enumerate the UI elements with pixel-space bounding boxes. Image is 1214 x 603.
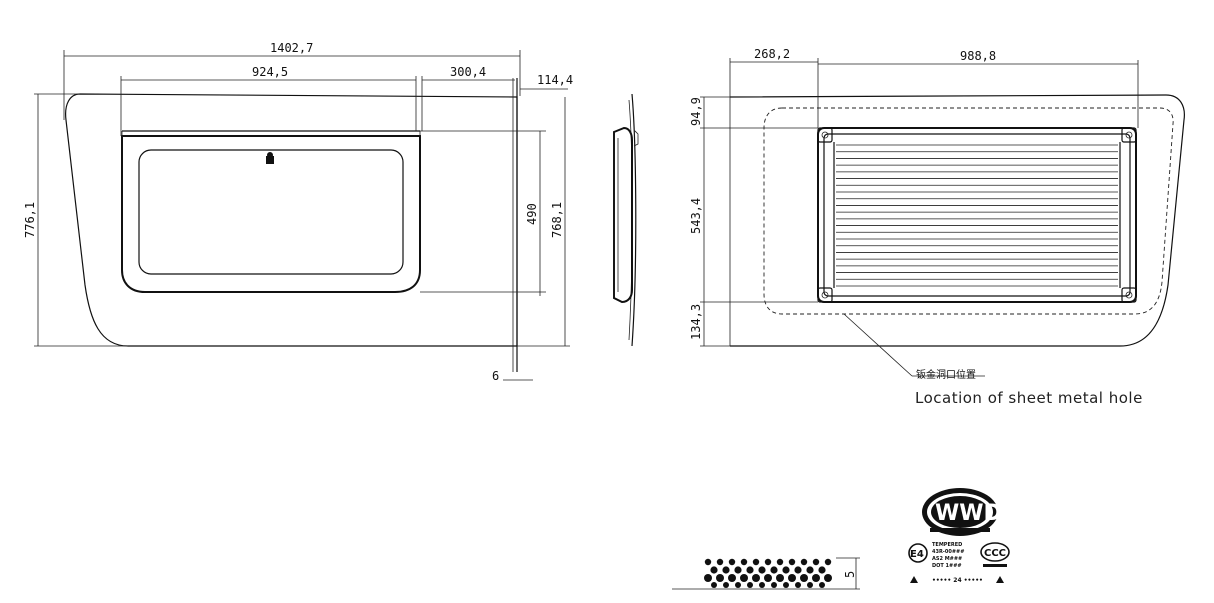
- ccc-mark-icon: CCC: [980, 542, 1010, 567]
- frit-dot: [806, 566, 814, 574]
- dim-overall-height: 776,1: [23, 202, 37, 238]
- frit-dot: [818, 566, 826, 574]
- frit-dot: [807, 582, 813, 588]
- spec-lines: TEMPERED 43R-00### AS2 M### DOT 1###: [932, 542, 964, 569]
- frit-dot: [794, 566, 802, 574]
- frit-dot: [704, 558, 712, 566]
- frit-dot: [710, 566, 718, 574]
- e-mark-icon: E4: [908, 543, 928, 563]
- frit-dot: [824, 574, 832, 582]
- frit-dot: [788, 558, 796, 566]
- front-panel-outline: [65, 93, 518, 347]
- frit-dot: [747, 582, 753, 588]
- rear-view: 268,2 988,8 94,9 543,4 134,3 钣金洞口位置 Loca…: [689, 47, 1185, 407]
- dim-inner-height: 768,1: [550, 202, 564, 238]
- side-view: [613, 93, 639, 347]
- frit-dot: [771, 582, 777, 588]
- frit-dot: [716, 558, 724, 566]
- dim-cutout-height: 543,4: [689, 198, 703, 234]
- frit-dot: [752, 574, 760, 582]
- e-mark-text: E4: [910, 549, 924, 560]
- frit-dot: [728, 574, 736, 582]
- frit-dot: [734, 566, 742, 574]
- callout-label-cn: 钣金洞口位置: [916, 368, 976, 381]
- corner-brackets: [817, 127, 1137, 303]
- glass-marking: WWD E4 TEMPERED 43R-00### AS2 M### DOT 1…: [908, 488, 1010, 584]
- frit-dot: [759, 582, 765, 588]
- frit-dot: [824, 558, 832, 566]
- frit-dot: [728, 558, 736, 566]
- dot-pattern-detail: 5: [672, 557, 860, 590]
- front-view: 1402,7 924,5 300,4 114,4 776,1 490 768,1…: [23, 41, 573, 383]
- dim-dot-pattern: 5: [843, 571, 857, 578]
- dim-right-offset: 300,4: [450, 65, 486, 79]
- manufacturer-logo: WWD: [922, 488, 1002, 536]
- frit-dot-pattern: [704, 558, 832, 588]
- dim-left-offset: 268,2: [754, 47, 790, 61]
- dim-window-height: 490: [525, 203, 539, 225]
- dim-overall-width: 1402,7: [270, 41, 313, 55]
- frit-dot: [723, 582, 729, 588]
- frit-dot: [746, 566, 754, 574]
- frit-dot: [764, 574, 772, 582]
- frit-dot: [735, 582, 741, 588]
- rear-panel-outline: [729, 94, 1185, 347]
- louver-slats: [833, 142, 1121, 288]
- frit-dot: [819, 582, 825, 588]
- frit-dot: [776, 558, 784, 566]
- frit-dot: [812, 574, 820, 582]
- frit-dot: [716, 574, 724, 582]
- frit-dot: [812, 558, 820, 566]
- callout-leader: [843, 313, 913, 377]
- frit-dot: [783, 582, 789, 588]
- frit-dot: [740, 574, 748, 582]
- frit-dot: [704, 574, 712, 582]
- frit-dot: [740, 558, 748, 566]
- dim-bottom-margin: 134,3: [689, 304, 703, 340]
- frit-dot: [752, 558, 760, 566]
- dim-window-width: 924,5: [252, 65, 288, 79]
- rear-cutout-frame: [817, 127, 1137, 303]
- frit-dot: [776, 574, 784, 582]
- callout-label-en: Location of sheet metal hole: [915, 389, 1143, 407]
- frit-dot: [788, 574, 796, 582]
- logo-text: WWD: [935, 501, 1002, 526]
- front-window-frame: [121, 135, 421, 293]
- spec-line-1: TEMPERED: [932, 542, 962, 548]
- sheet-metal-hole-outline: [763, 107, 1174, 315]
- spec-line-4: DOT 1###: [932, 563, 962, 569]
- dim-top-offset: 114,4: [537, 73, 573, 87]
- dim-thickness: 6: [492, 369, 499, 383]
- dim-top-margin: 94,9: [689, 97, 703, 126]
- frit-dot: [764, 558, 772, 566]
- frit-dot: [758, 566, 766, 574]
- front-glass-pane: [138, 149, 404, 275]
- frit-dot: [800, 574, 808, 582]
- frit-dot: [782, 566, 790, 574]
- frit-dot: [795, 582, 801, 588]
- dim-cutout-width: 988,8: [960, 49, 996, 63]
- date-row: ••••• 24 •••••: [932, 577, 983, 584]
- frit-dot: [800, 558, 808, 566]
- spec-line-3: AS2 M###: [932, 556, 962, 562]
- ccc-mark-text: CCC: [984, 548, 1006, 559]
- frit-dot: [770, 566, 778, 574]
- frit-dot: [722, 566, 730, 574]
- frit-dot: [711, 582, 717, 588]
- lock-icon: [266, 152, 274, 164]
- spec-line-2: 43R-00###: [932, 549, 964, 555]
